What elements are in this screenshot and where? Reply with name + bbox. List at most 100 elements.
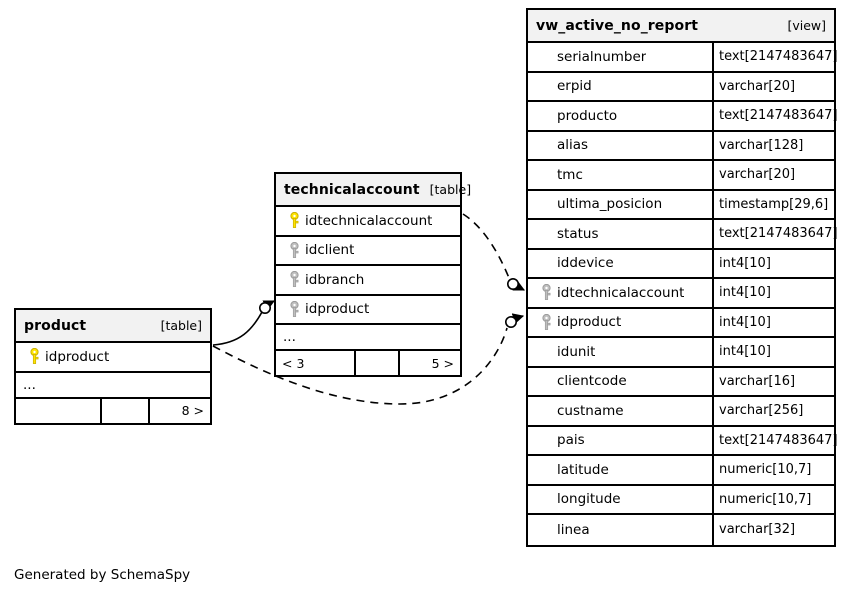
key-slot-empty [535, 191, 557, 219]
relationship-technicalaccount-view [462, 213, 526, 291]
foreign-key-icon [283, 266, 305, 294]
column-type: text[2147483647] [712, 426, 838, 454]
footer-center [102, 398, 150, 423]
entity-technicalaccount-footer: < 3 5 > [276, 351, 460, 375]
column-type: varchar[32] [712, 515, 834, 545]
column-cell: longitude [528, 486, 712, 514]
entity-product-footer: 8 > [16, 398, 210, 423]
column-type: varchar[128] [712, 131, 834, 159]
table-row[interactable]: ultima_posicion timestamp[29,6] [528, 190, 834, 220]
primary-key-icon [23, 343, 45, 371]
column-name: linea [557, 521, 590, 538]
key-slot-empty [535, 132, 557, 160]
column-cell: iddevice [528, 250, 712, 278]
table-row[interactable]: idproduct int4[10] [528, 308, 834, 338]
column-cell: idproduct [528, 309, 712, 337]
column-cell: idproduct [16, 343, 210, 371]
key-slot-empty [535, 515, 557, 545]
column-type: int4[10] [712, 249, 834, 277]
entity-view-header: vw_active_no_report [view] [528, 10, 834, 43]
foreign-key-icon [283, 237, 305, 265]
key-slot-empty [535, 220, 557, 248]
table-row[interactable]: idtechnicalaccount [276, 207, 460, 237]
column-type: text[2147483647] [712, 102, 838, 130]
entity-technicalaccount[interactable]: technicalaccount [table] idtechnicalacco… [274, 172, 471, 377]
column-name: longitude [557, 491, 621, 508]
key-slot-empty [535, 161, 557, 189]
entity-view-name: vw_active_no_report [536, 17, 699, 34]
more-columns-indicator[interactable]: ... [16, 372, 210, 399]
footer-right[interactable]: 5 > [431, 355, 454, 371]
column-cell: idbranch [276, 266, 460, 294]
column-type: text[2147483647] [712, 220, 838, 248]
column-type: numeric[10,7] [712, 485, 834, 513]
entity-product[interactable]: product [table] idproduct ... 8 > [14, 308, 212, 425]
table-row[interactable]: clientcode varchar[16] [528, 367, 834, 397]
column-name: iddevice [557, 255, 614, 272]
table-row[interactable]: idproduct [276, 295, 460, 325]
column-cell: producto [528, 102, 712, 130]
column-cell: pais [528, 427, 712, 455]
column-cell: tmc [528, 161, 712, 189]
key-slot-empty [535, 368, 557, 396]
column-name: idproduct [45, 348, 110, 365]
table-row[interactable]: idproduct [16, 343, 210, 373]
column-cell: idproduct [276, 296, 460, 324]
table-row[interactable]: longitude numeric[10,7] [528, 485, 834, 515]
column-cell: idclient [276, 237, 460, 265]
column-type: timestamp[29,6] [712, 190, 834, 218]
column-name: clientcode [557, 373, 627, 390]
entity-technicalaccount-kind: [table] [429, 182, 472, 197]
table-row[interactable]: idclient [276, 236, 460, 266]
column-name: ultima_posicion [557, 196, 663, 213]
column-cell: status [528, 220, 712, 248]
column-cell: clientcode [528, 368, 712, 396]
footer-right[interactable]: 8 > [181, 403, 204, 418]
column-name: tmc [557, 166, 583, 183]
key-slot-empty [535, 397, 557, 425]
generated-by-label: Generated by SchemaSpy [14, 567, 191, 583]
column-cell: alias [528, 132, 712, 160]
column-name: idproduct [305, 301, 370, 318]
column-cell: ultima_posicion [528, 191, 712, 219]
key-slot-empty [535, 486, 557, 514]
column-name: latitude [557, 461, 609, 478]
relationship-product-technicalaccount [212, 300, 276, 346]
column-type: int4[10] [712, 279, 834, 307]
entity-technicalaccount-header: technicalaccount [table] [276, 174, 471, 207]
entity-technicalaccount-name: technicalaccount [284, 181, 420, 198]
column-type: int4[10] [712, 338, 834, 366]
table-row[interactable]: iddevice int4[10] [528, 249, 834, 279]
column-cell: idtechnicalaccount [276, 207, 460, 235]
footer-left[interactable] [16, 398, 102, 423]
primary-key-icon [283, 207, 305, 235]
footer-left[interactable]: < 3 [276, 351, 356, 375]
column-type: varchar[16] [712, 367, 834, 395]
column-type: int4[10] [712, 308, 834, 336]
table-row[interactable]: idbranch [276, 266, 460, 296]
foreign-key-icon [283, 296, 305, 324]
column-name: idclient [305, 242, 355, 259]
column-name: custname [557, 402, 624, 419]
column-name: idproduct [557, 314, 622, 331]
column-name: status [557, 225, 599, 242]
more-columns-indicator[interactable]: ... [276, 325, 460, 351]
table-row[interactable]: status text[2147483647] [528, 220, 838, 250]
key-slot-empty [535, 456, 557, 484]
column-type: text[2147483647] [712, 43, 838, 71]
key-slot-empty [535, 43, 557, 71]
key-slot-empty [535, 250, 557, 278]
table-row[interactable]: linea varchar[32] [528, 515, 834, 545]
